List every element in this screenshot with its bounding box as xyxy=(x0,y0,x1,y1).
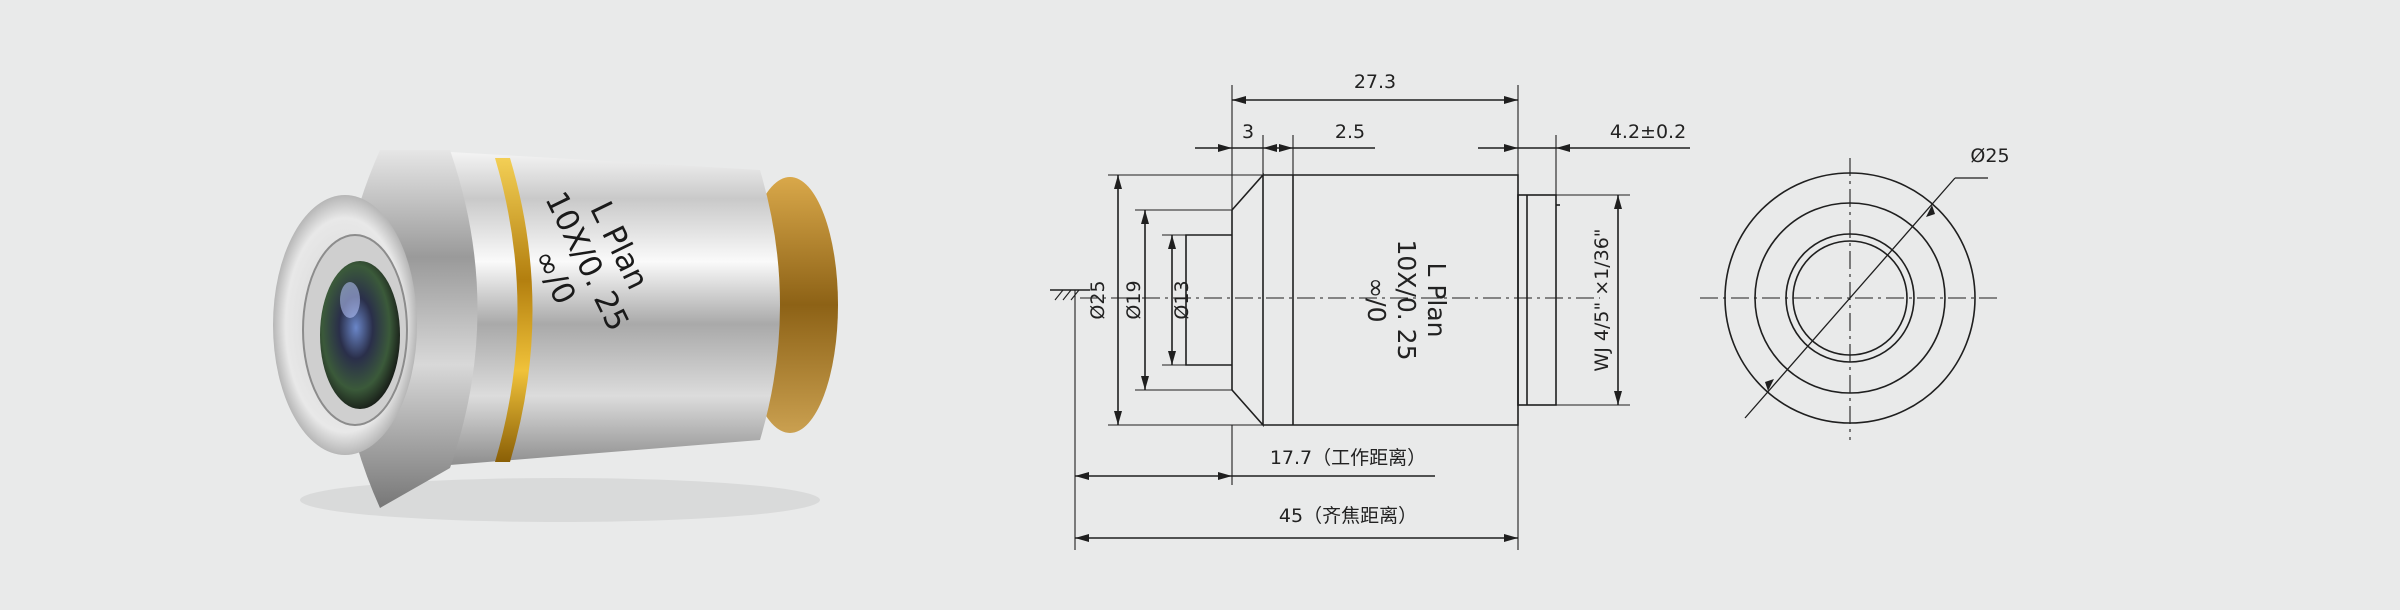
arrow xyxy=(1614,391,1622,405)
dimension-labels: 27.3 3 2.5 4.2±0.2 45（齐焦距离） 17.7（工作距离） Ø… xyxy=(1087,71,1686,527)
hatch-3 xyxy=(1070,289,1080,301)
label-end-view-dia: Ø25 xyxy=(1970,145,2009,167)
hatch-1 xyxy=(1054,289,1064,301)
drawing-marking-line1: L Plan xyxy=(1422,262,1451,337)
arrow xyxy=(1926,205,1935,217)
arrow xyxy=(1765,379,1774,391)
objective-body xyxy=(450,152,780,465)
label-overall-length: 27.3 xyxy=(1354,71,1396,93)
label-dia-front: Ø13 xyxy=(1171,280,1193,319)
label-bevel: 2.5 xyxy=(1335,121,1365,143)
arrowheads xyxy=(1075,96,1622,542)
arrow xyxy=(1504,534,1518,542)
arrow xyxy=(1263,144,1277,152)
arrow xyxy=(1075,534,1089,542)
hatch-2 xyxy=(1062,289,1072,301)
arrow xyxy=(1141,210,1149,224)
photo-engraving: L Plan 10X/0. 25 ∞/0 xyxy=(526,186,656,337)
lens-glare xyxy=(340,282,360,318)
end-view-arrows xyxy=(1765,205,1935,391)
arrow xyxy=(1114,175,1122,189)
thread-outline xyxy=(1517,194,1557,406)
arrow xyxy=(1218,144,1232,152)
arrow xyxy=(1218,472,1232,480)
arrow xyxy=(1168,351,1176,365)
arrow xyxy=(1075,472,1089,480)
objective-photo: L Plan 10X/0. 25 ∞/0 xyxy=(273,150,838,522)
end-view-dia-line xyxy=(1744,177,1956,419)
label-parfocal: 45（齐焦距离） xyxy=(1279,505,1417,527)
arrow xyxy=(1168,235,1176,249)
arrow xyxy=(1232,96,1246,104)
arrow xyxy=(1556,144,1570,152)
shadow xyxy=(300,478,820,522)
arrow xyxy=(1279,144,1293,152)
label-dia-outer: Ø25 xyxy=(1087,280,1109,319)
side-view-drawing xyxy=(1050,85,1690,550)
label-thread-length: 4.2±0.2 xyxy=(1610,121,1686,143)
drawing-engraving: L Plan 10X/0. 25 ∞/0 xyxy=(1362,240,1451,361)
label-thread: WJ 4/5" ×1/36" xyxy=(1591,228,1613,371)
arrow xyxy=(1114,411,1122,425)
label-working-distance: 17.7（工作距离） xyxy=(1270,447,1426,469)
arrow xyxy=(1141,376,1149,390)
drawing-marking-line2: 10X/0. 25 xyxy=(1392,240,1421,361)
bevel-outline xyxy=(1231,172,1264,428)
label-front-step: 3 xyxy=(1242,121,1254,143)
lens-icon xyxy=(320,261,400,409)
front-step-outline xyxy=(1185,234,1232,366)
arrow xyxy=(1504,144,1518,152)
arrow xyxy=(1504,96,1518,104)
drawing-marking-line3: ∞/0 xyxy=(1362,277,1391,322)
end-view-drawing xyxy=(1700,158,2000,440)
arrow xyxy=(1614,195,1622,209)
gold-band xyxy=(495,158,533,462)
label-dia-mid: Ø19 xyxy=(1123,280,1145,319)
